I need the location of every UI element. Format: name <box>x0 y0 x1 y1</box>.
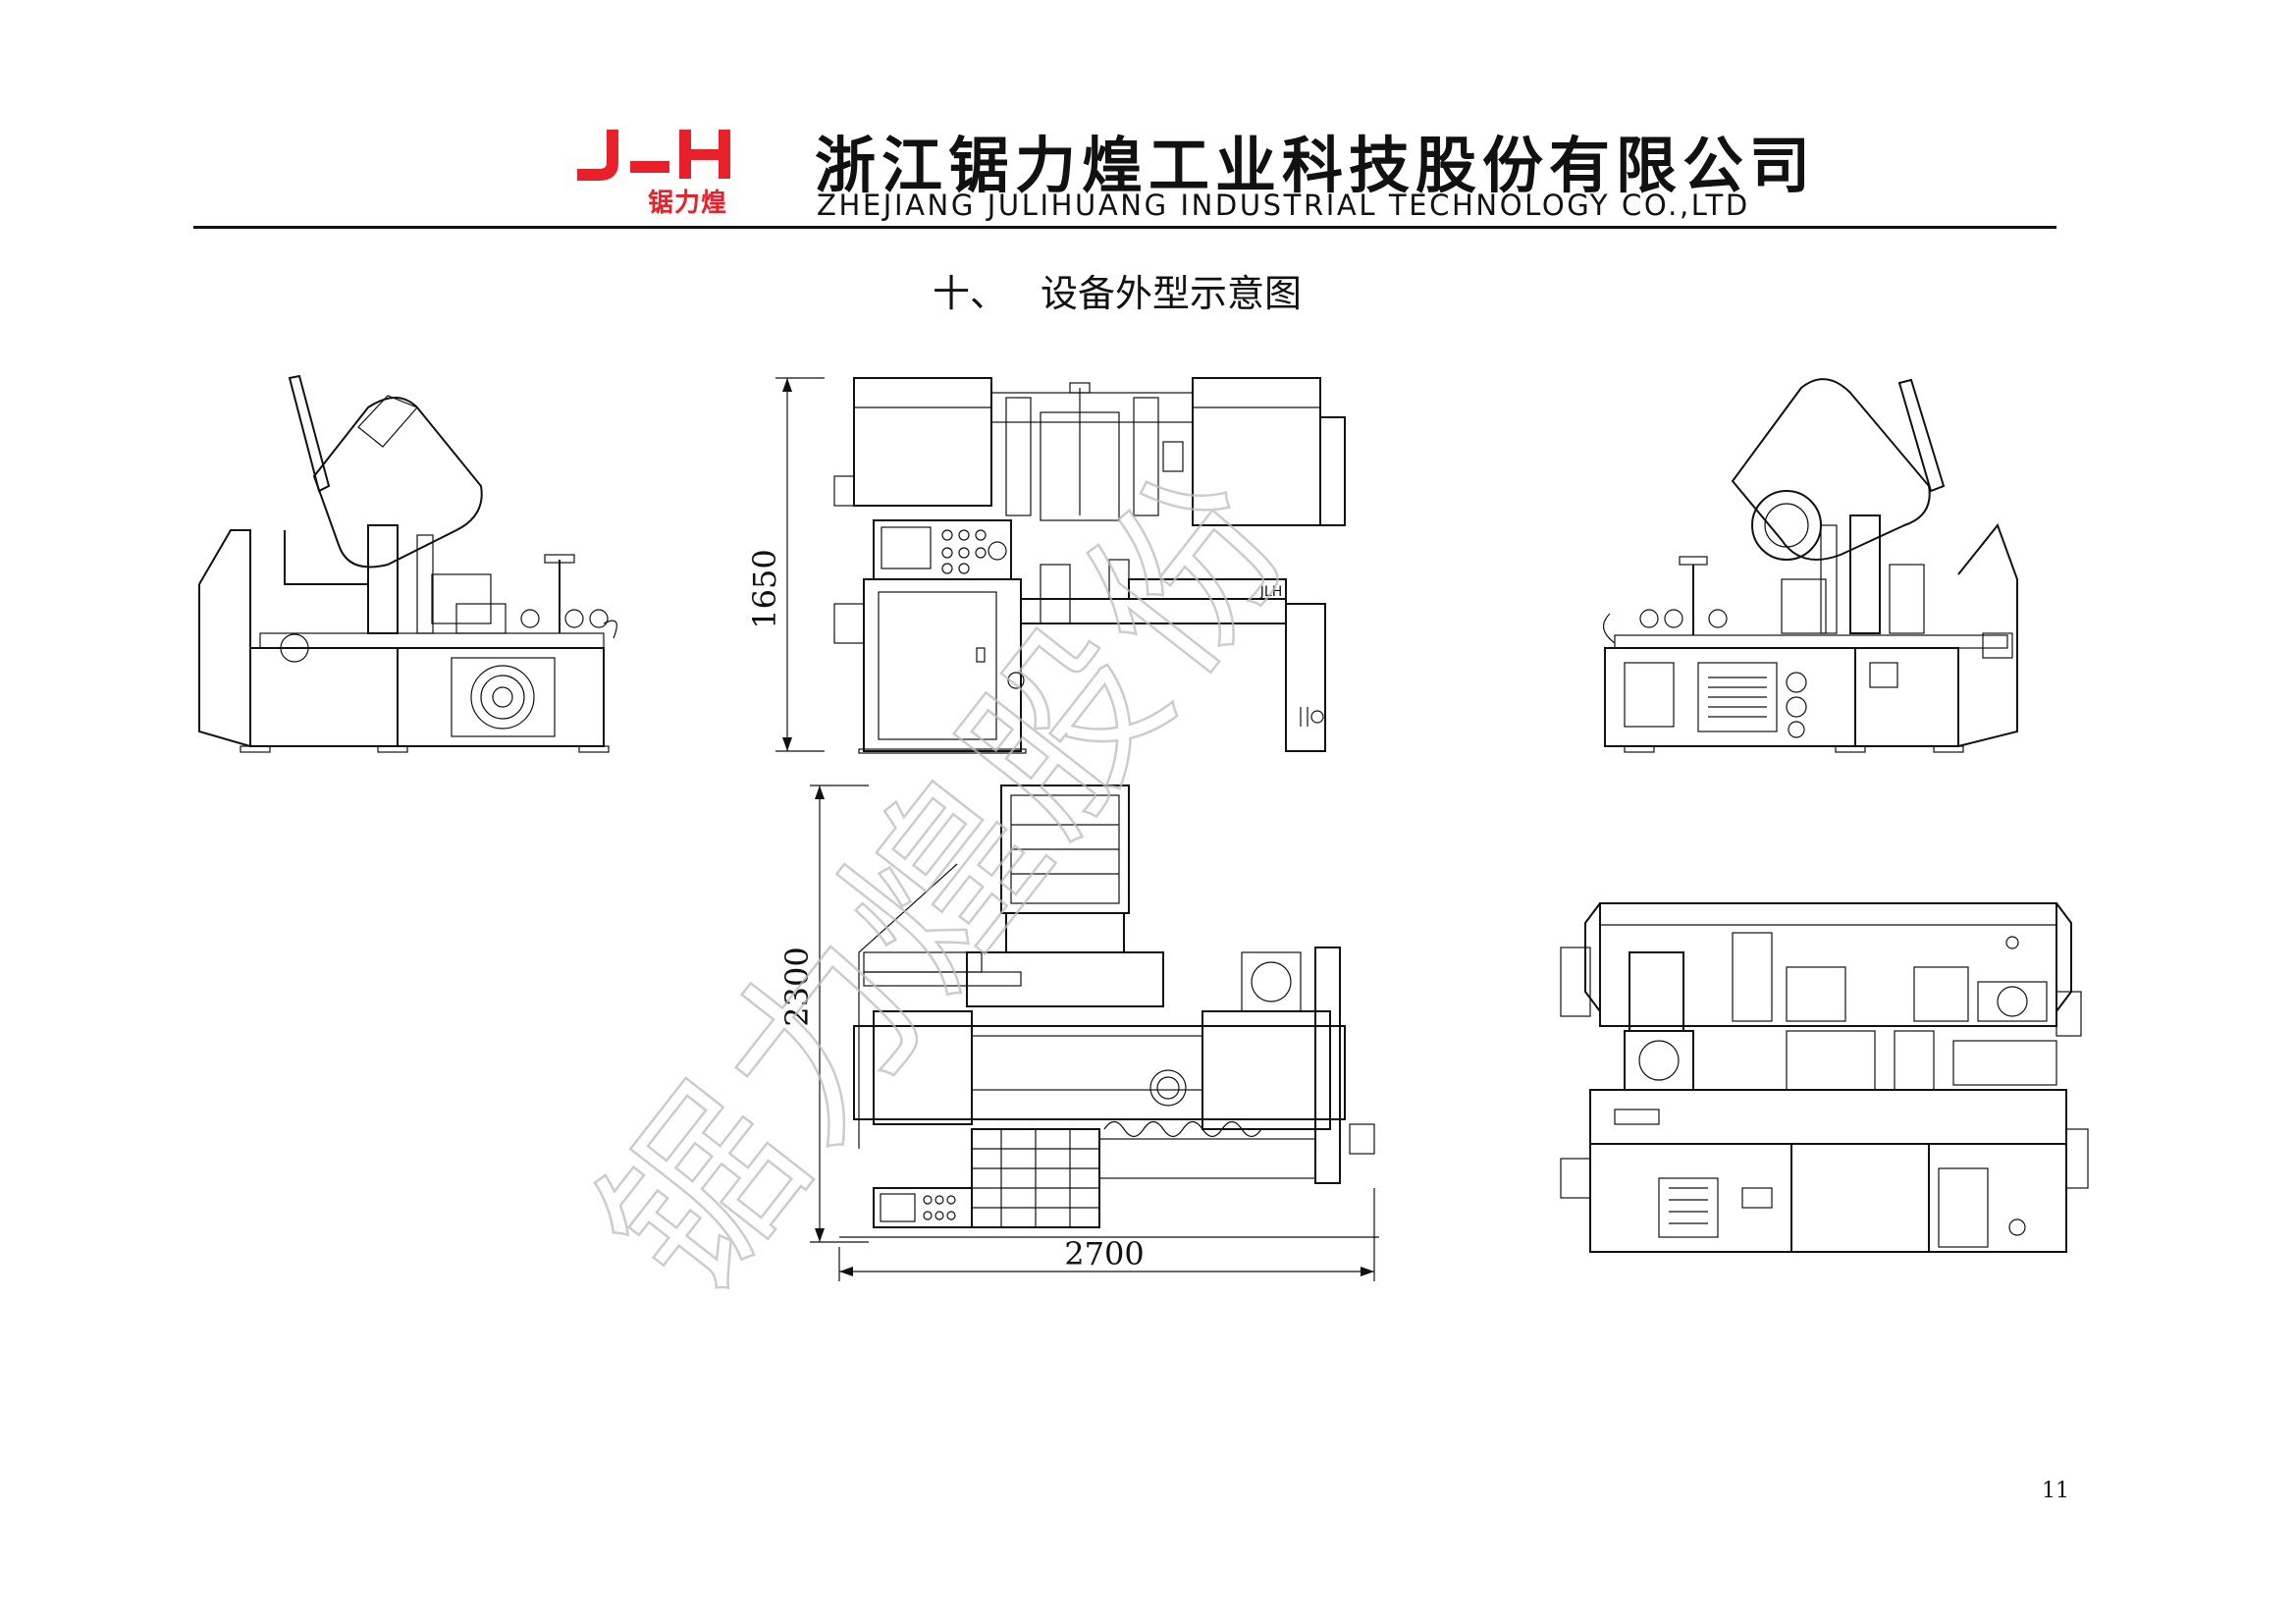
machine-badge: JLH <box>1259 584 1282 600</box>
section-title: 十、设备外型示意图 <box>933 263 1302 317</box>
top-depth-dimension: 2300 <box>778 947 816 1026</box>
section-number: 十、 <box>933 272 1008 315</box>
company-name-en: ZHEJIANG JULIHUANG INDUSTRIAL TECHNOLOGY… <box>817 189 1750 222</box>
company-logo <box>577 130 730 181</box>
right-side-view-drawing <box>1603 378 2018 753</box>
front-height-dimension: 1650 <box>746 549 783 628</box>
section-title-text: 设备外型示意图 <box>1041 272 1303 315</box>
page-number: 11 <box>2042 1479 2069 1503</box>
logo-subtitle: 锯力煌 <box>648 189 728 218</box>
header-divider <box>193 226 2056 229</box>
company-name-cn: 浙江锯力煌工业科技股份有限公司 <box>815 130 1817 201</box>
left-side-view-drawing <box>198 374 617 753</box>
top-view-drawing: 2300 2700 <box>778 785 1379 1281</box>
top-width-dimension: 2700 <box>1064 1235 1144 1272</box>
front-view-drawing: 1650 JLH <box>746 377 1346 754</box>
rear-view-drawing <box>1560 902 2089 1253</box>
